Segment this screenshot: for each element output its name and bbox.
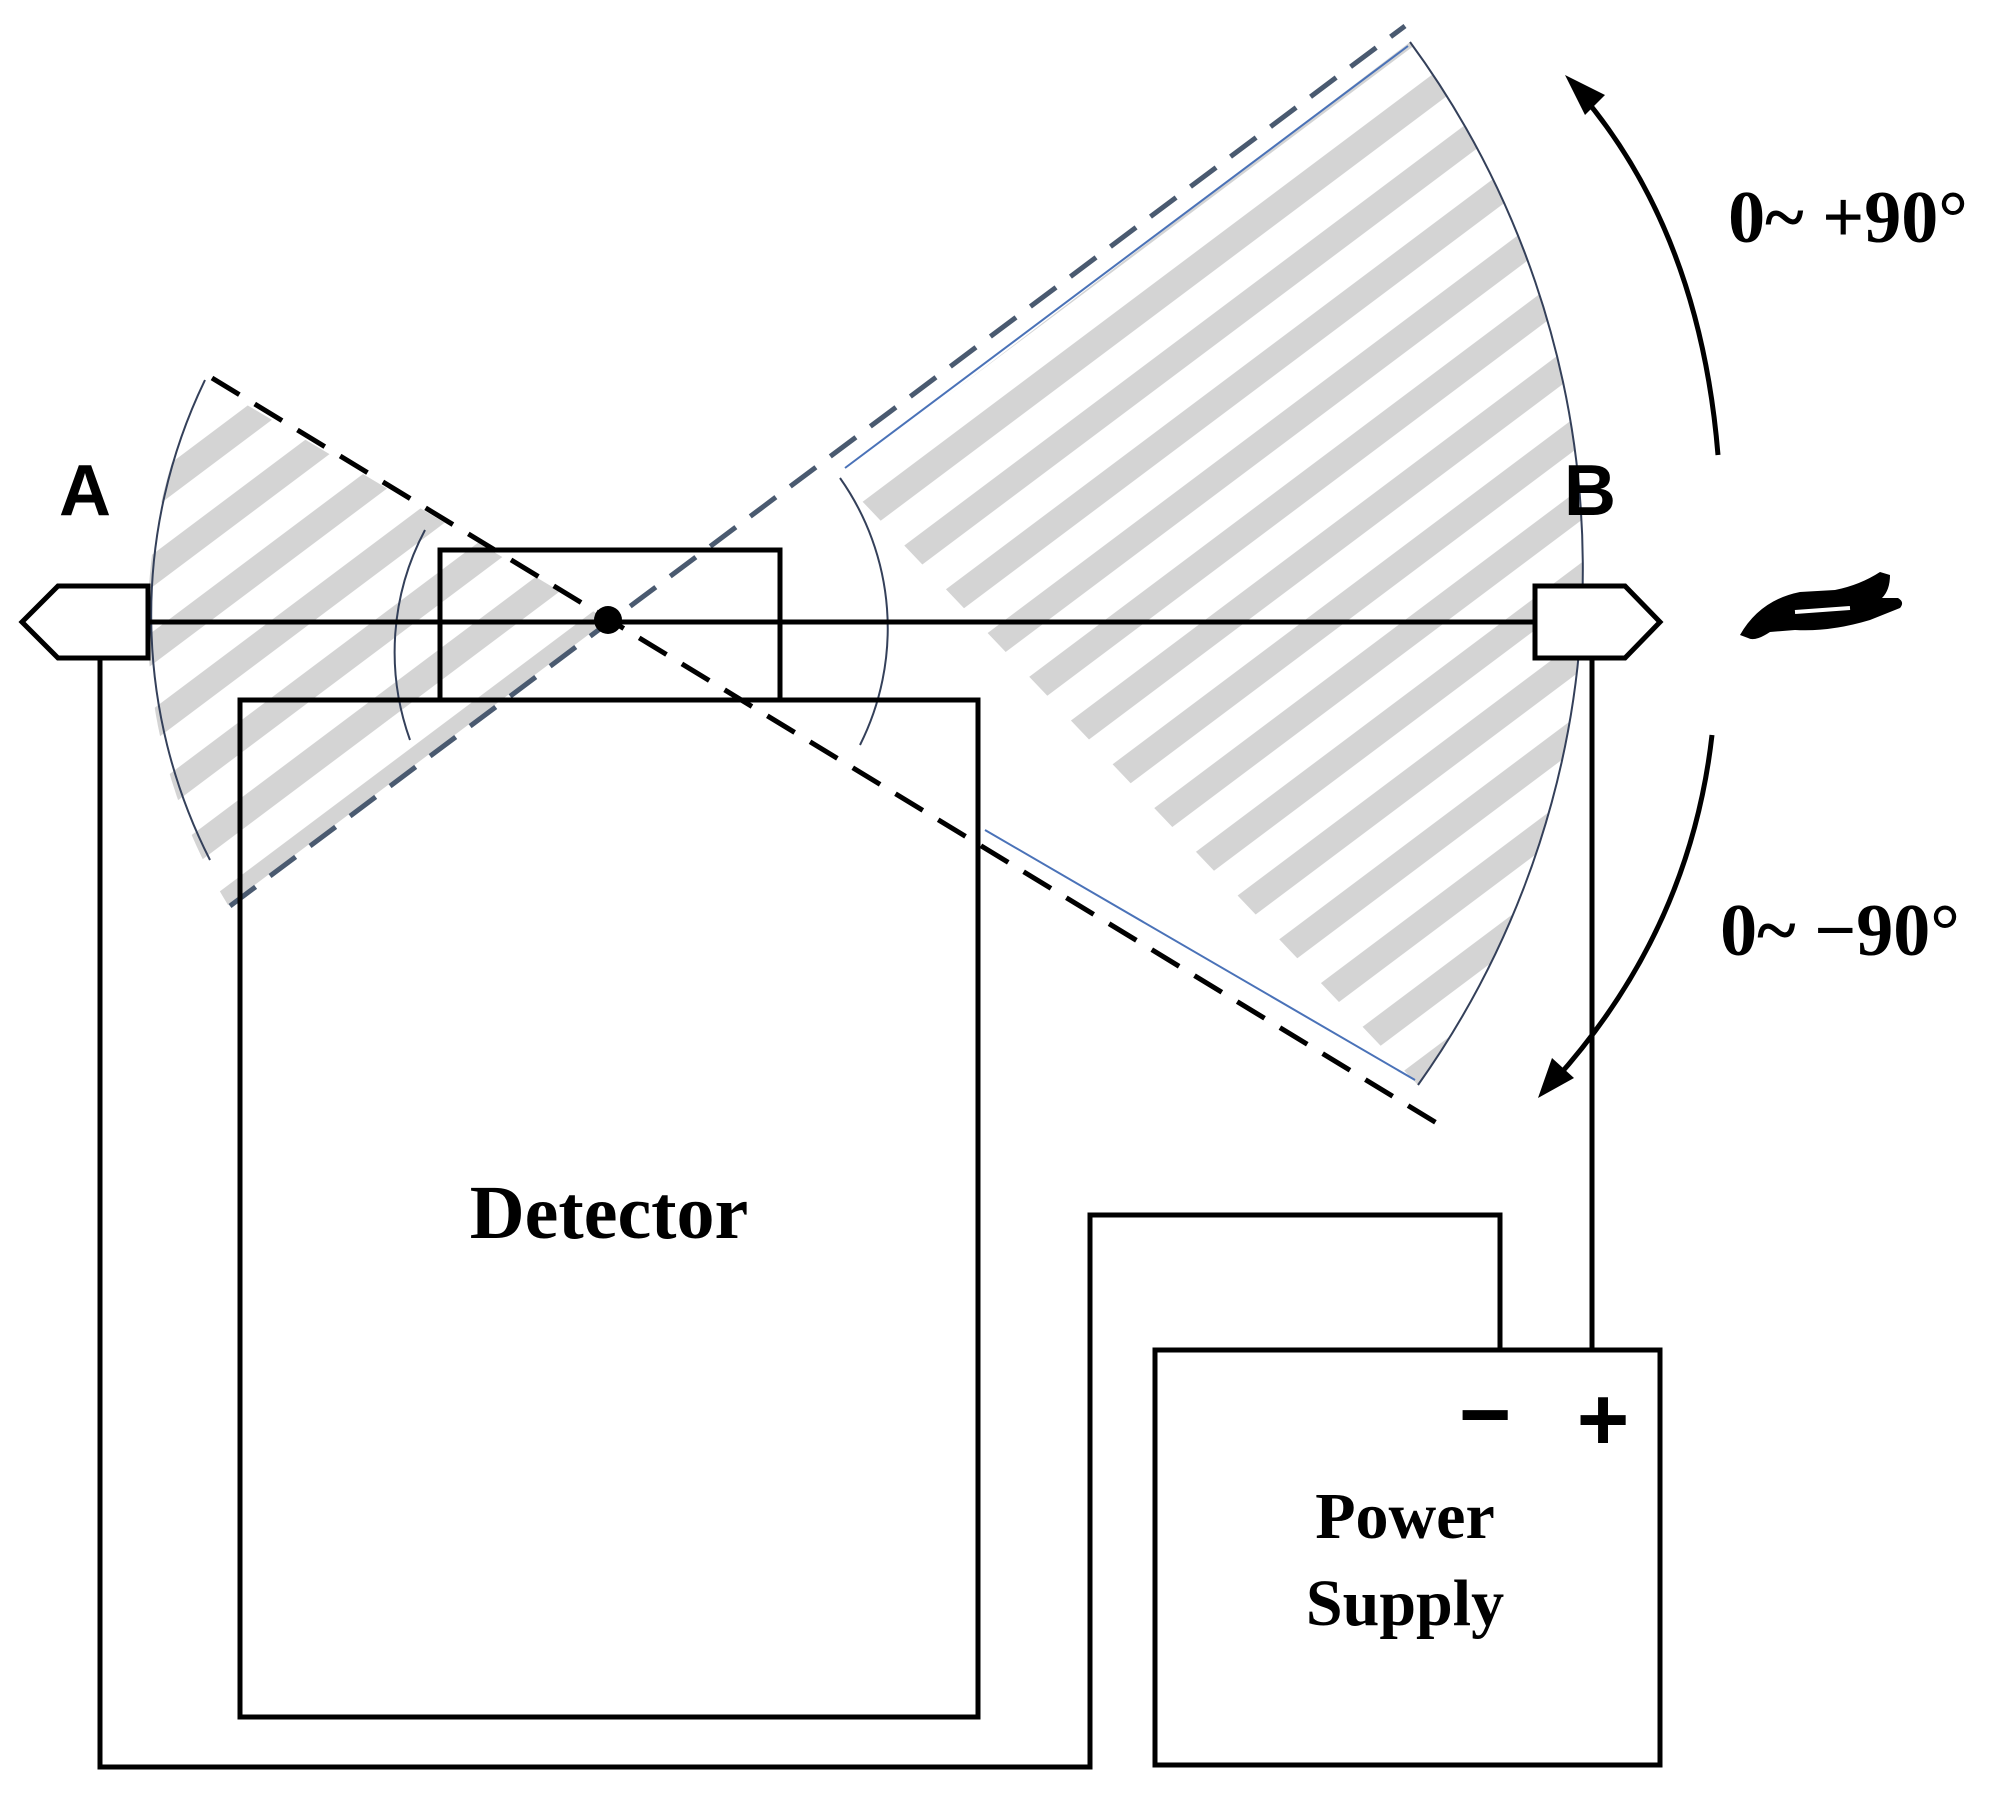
angle-down-label: 0~ −90° xyxy=(1720,890,1960,972)
hatch-stripe xyxy=(147,380,608,770)
arrow-rotate-up xyxy=(1580,93,1721,456)
electrode-end-b xyxy=(1532,583,1664,661)
hatch-stripe xyxy=(147,467,608,905)
plus-terminal-label: + xyxy=(1577,1370,1630,1470)
hatch-stripe xyxy=(840,42,1583,855)
hatch-stripe xyxy=(147,380,608,720)
detector-label: Detector xyxy=(470,1171,748,1255)
power-supply-label-line2: Supply xyxy=(1306,1567,1504,1640)
arrow-rotate-up-head xyxy=(1565,75,1605,115)
hatch-stripe xyxy=(147,380,578,671)
end-a-label: A xyxy=(59,451,111,531)
hatch-stripe xyxy=(840,42,1583,807)
hatch-stripe xyxy=(147,417,608,905)
hatch-stripe xyxy=(840,42,1583,999)
arrow-rotate-down-head xyxy=(1538,1058,1574,1098)
hatch-stripe xyxy=(840,42,1583,903)
power-supply-box xyxy=(1152,1347,1663,1768)
angle-up-label: 0~ +90° xyxy=(1728,177,1968,259)
wire-a-to-supply xyxy=(97,658,1503,1770)
hand-icon xyxy=(1740,572,1903,640)
electrode-end-a xyxy=(18,583,151,661)
lower-edge-blue-line xyxy=(984,829,1416,1081)
upper-edge-blue-line xyxy=(844,45,1409,469)
power-supply-label-line1: Power xyxy=(1315,1480,1495,1553)
pivot-point xyxy=(594,606,622,634)
inner-arc-left xyxy=(393,529,426,741)
hatch-stripe xyxy=(844,305,1583,1085)
minus-terminal-label: − xyxy=(1459,1365,1512,1465)
inner-arc-right xyxy=(839,477,889,746)
arrow-rotate-down xyxy=(1553,734,1715,1082)
hatch-stripe xyxy=(840,161,1583,1085)
hatch-stripe xyxy=(147,380,608,869)
dashed-line-lower xyxy=(210,375,1442,1128)
sample-holder-block xyxy=(437,547,783,703)
dashed-line-upper xyxy=(228,23,1407,909)
hatch-stripe xyxy=(840,42,1583,951)
right-sector-outer-arc xyxy=(1409,41,1584,1086)
hatch-stripe xyxy=(880,353,1583,1085)
end-b-label: B xyxy=(1564,451,1616,531)
